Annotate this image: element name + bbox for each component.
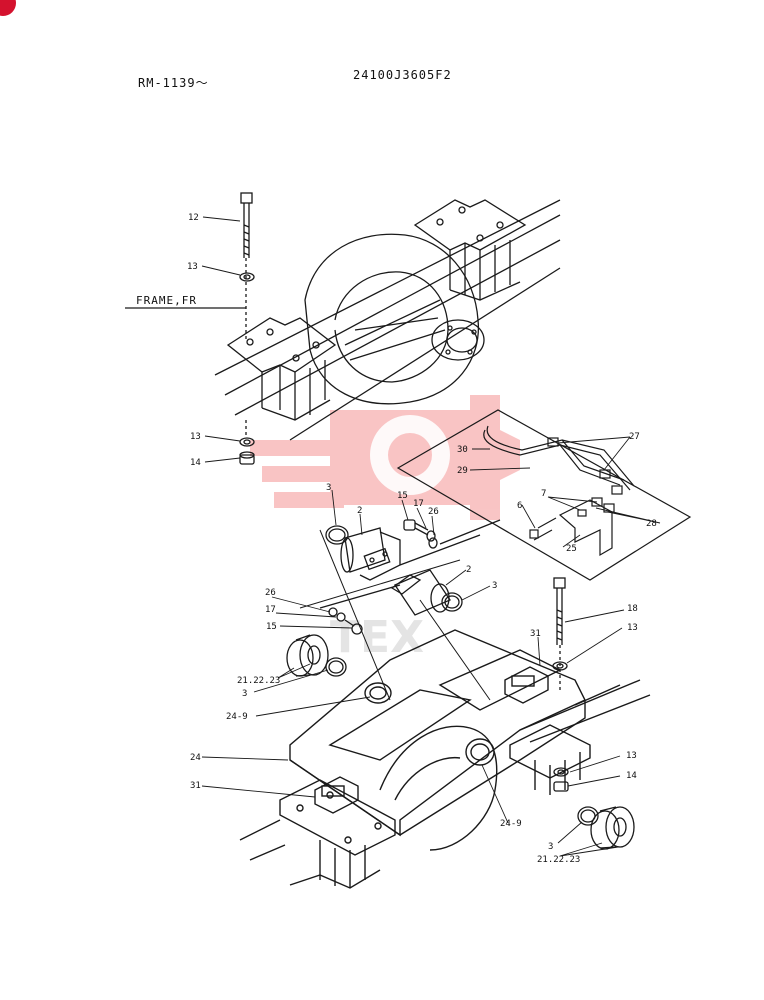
callout-26-b: 26 xyxy=(265,588,276,598)
callout-12: 12 xyxy=(188,213,199,223)
collar-3-upper xyxy=(325,525,349,545)
bearing-21-22-23-left xyxy=(286,634,329,677)
serial-range-label: RM-1139～ xyxy=(138,76,209,90)
callout-13-d: 13 xyxy=(626,751,637,761)
callout-13-a: 13 xyxy=(187,262,198,272)
callout-31-b: 31 xyxy=(190,781,201,791)
front-axle-housing xyxy=(214,199,561,441)
callout-24-9-a: 24-9 xyxy=(226,712,248,722)
callout-14-a: 14 xyxy=(190,458,201,468)
callout-30: 30 xyxy=(457,445,468,455)
callout-31-a: 31 xyxy=(530,629,541,639)
leader-lines xyxy=(201,216,661,857)
callout-13-b: 13 xyxy=(190,432,201,442)
callout-26-a: 26 xyxy=(428,507,439,517)
callout-2-a: 2 xyxy=(357,506,362,516)
collar-3-right xyxy=(577,806,599,826)
callout-21-22-23-a: 21.22.23 xyxy=(237,676,280,686)
callout-17-a: 17 xyxy=(413,499,424,509)
callout-18: 18 xyxy=(627,604,638,614)
callout-14-b: 14 xyxy=(626,771,637,781)
callout-3-b: 3 xyxy=(492,581,497,591)
callout-13-c: 13 xyxy=(627,623,638,633)
bolt-18 xyxy=(553,577,566,690)
callout-15-a: 15 xyxy=(397,491,408,501)
callout-7: 7 xyxy=(541,489,546,499)
callout-24: 24 xyxy=(190,753,201,763)
corner-marker xyxy=(0,0,16,16)
grease-line-detail xyxy=(396,409,692,581)
callout-labels: 12 13 13 14 3 2 15 17 26 30 29 27 7 6 28… xyxy=(187,213,657,865)
nut-14 xyxy=(239,451,255,465)
callout-3-d: 3 xyxy=(548,842,553,852)
callout-17-b: 17 xyxy=(265,605,276,615)
callout-24-9-b: 24-9 xyxy=(500,819,522,829)
washer-13-lower xyxy=(239,420,255,447)
callout-15-b: 15 xyxy=(266,622,277,632)
bolt-15-upper xyxy=(403,519,501,549)
callout-6: 6 xyxy=(517,501,522,511)
callout-2-b: 2 xyxy=(466,565,471,575)
bearing-21-22-23-right xyxy=(590,806,635,850)
frame-fr-label: FRAME,FR xyxy=(136,294,197,307)
callout-29: 29 xyxy=(457,466,468,476)
callout-28: 28 xyxy=(646,519,657,529)
callout-27: 27 xyxy=(629,432,640,442)
rocking-frame-24 xyxy=(239,629,651,889)
collar-3-lower xyxy=(441,592,463,612)
pin-2-upper xyxy=(340,527,401,581)
washer-13-top xyxy=(239,272,255,282)
callout-25: 25 xyxy=(566,544,577,554)
callout-3-a: 3 xyxy=(326,483,331,493)
part-number-label: 24100J3605F2 xyxy=(353,68,452,82)
pin-2-lower xyxy=(319,534,481,616)
collar-3-left xyxy=(325,657,347,677)
bolt-12 xyxy=(240,192,253,340)
callout-21-22-23-b: 21.22.23 xyxy=(537,855,580,865)
watermark-gear xyxy=(250,395,520,520)
callout-3-c: 3 xyxy=(242,689,247,699)
